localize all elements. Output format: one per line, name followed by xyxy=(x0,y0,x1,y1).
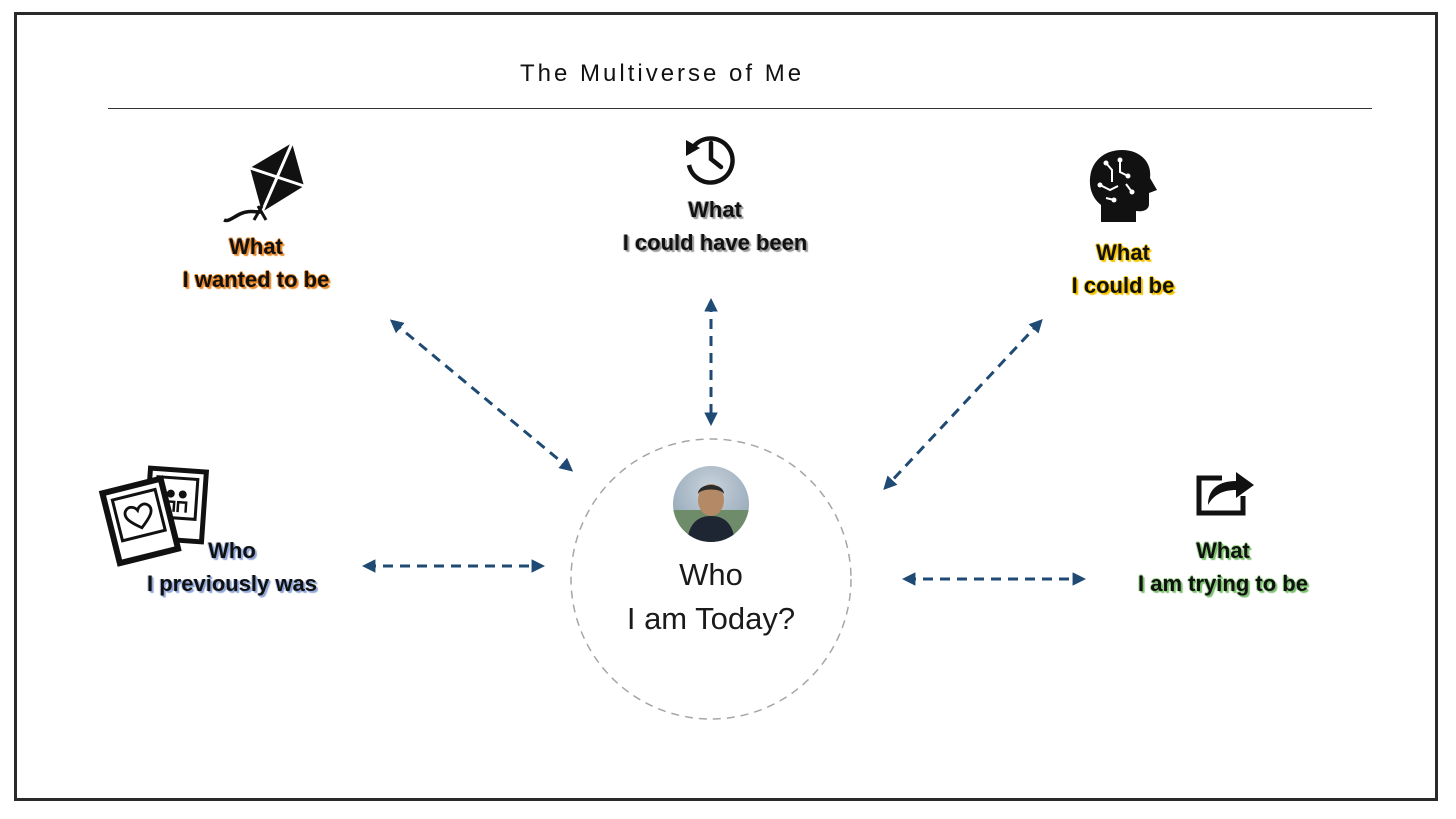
brain-head-icon xyxy=(1089,150,1157,222)
center-line-1: Who xyxy=(679,557,743,592)
photos-icon xyxy=(98,465,210,567)
share-icon xyxy=(1196,472,1254,516)
node-trying-to-be: What I am trying to be xyxy=(1113,534,1333,600)
node-line-1: Who xyxy=(208,538,256,563)
node-line-2: I previously was xyxy=(147,571,317,596)
node-could-have-been: What I could have been xyxy=(595,193,835,259)
center-line-2: I am Today? xyxy=(626,601,796,636)
diagram-title: The Multiverse of Me xyxy=(520,60,805,87)
history-icon xyxy=(686,136,735,185)
title-divider xyxy=(108,108,1372,109)
node-line-2: I am trying to be xyxy=(1138,571,1308,596)
avatar xyxy=(673,466,749,542)
node-line-1: What xyxy=(1196,538,1250,563)
node-line-2: I could be xyxy=(1071,273,1175,298)
node-line-1: What xyxy=(229,234,283,259)
node-wanted-to-be: What I wanted to be xyxy=(156,230,356,296)
node-line-1: What xyxy=(1096,240,1150,265)
kite-icon xyxy=(223,142,305,223)
node-line-1: What xyxy=(688,197,742,222)
center-circle xyxy=(570,438,852,720)
node-previously-was: Who I previously was xyxy=(122,534,342,600)
node-line-2: I could have been xyxy=(622,230,808,255)
arrow-wanted-to-be xyxy=(389,319,574,472)
node-line-2: I wanted to be xyxy=(182,267,330,292)
arrow-could-be xyxy=(883,319,1043,490)
node-could-be: What I could be xyxy=(1023,236,1223,302)
center-label: Who I am Today? xyxy=(571,553,851,641)
